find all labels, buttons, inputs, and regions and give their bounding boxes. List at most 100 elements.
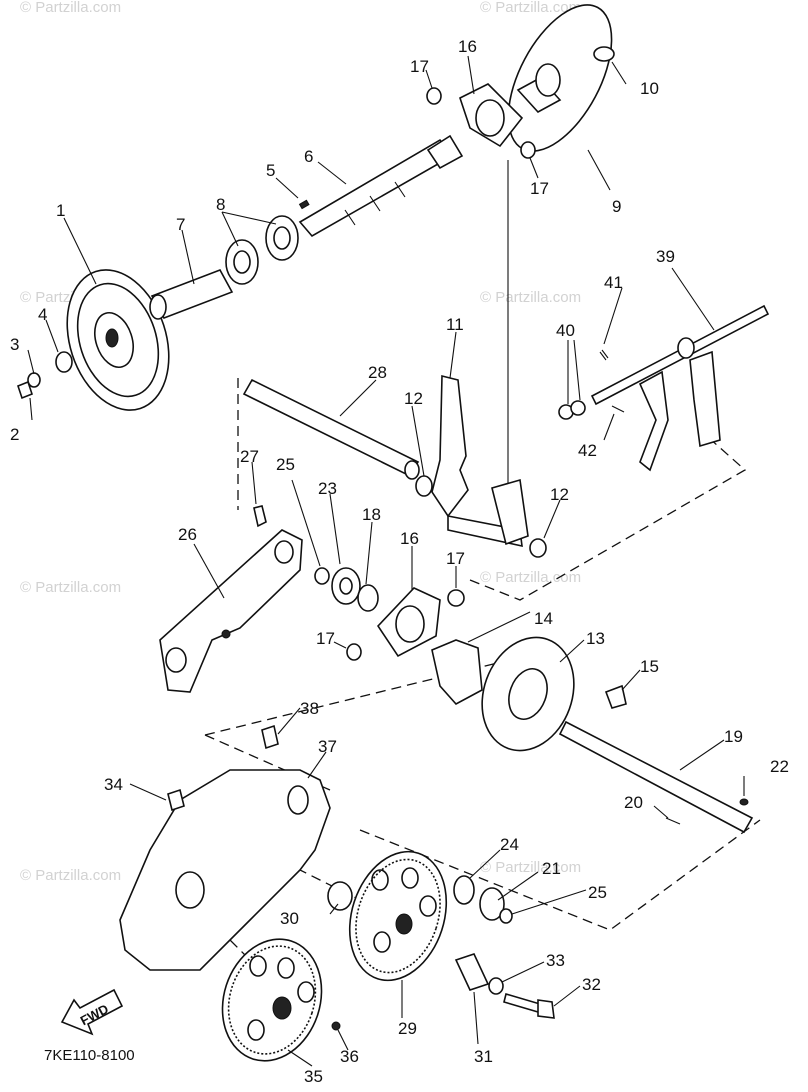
callout-33: 33 (546, 951, 565, 970)
brake-disc (481, 636, 575, 752)
watermark: © Partzilla.com (480, 289, 581, 306)
washer (593, 46, 615, 62)
callout-4: 4 (38, 305, 47, 324)
sprocket-pulley (66, 269, 170, 411)
bearing (331, 567, 361, 605)
circlip (357, 584, 379, 612)
chaincase-housing (119, 769, 331, 971)
washer (488, 977, 504, 995)
callout-1: 1 (56, 201, 65, 220)
callout-17: 17 (316, 629, 335, 648)
callout-35: 35 (304, 1067, 323, 1086)
callout-17: 17 (446, 549, 465, 568)
callout-22: 22 (770, 757, 789, 776)
callout-12: 12 (550, 485, 569, 504)
watermark: © Partzilla.com (480, 859, 581, 876)
callout-13: 13 (586, 629, 605, 648)
bearing-housing (376, 587, 441, 658)
callout-30: 30 (280, 909, 299, 928)
fwd-arrow: FWD (60, 988, 124, 1036)
leader-lines (27, 55, 745, 1067)
callout-3: 3 (10, 335, 19, 354)
grease-nipple (253, 505, 267, 528)
callout-9: 9 (612, 197, 621, 216)
watermark: © Partzilla.com (480, 0, 581, 16)
washer (447, 589, 465, 607)
drawing-code: 7KE110-8100 (44, 1047, 135, 1064)
callout-28: 28 (368, 363, 387, 382)
washer (426, 87, 442, 105)
bolt (604, 684, 627, 709)
coupling (431, 639, 483, 706)
bearings (225, 215, 299, 285)
callout-32: 32 (582, 975, 601, 994)
assembly-line (359, 819, 761, 931)
callout-12: 12 (404, 389, 423, 408)
callout-2: 2 (10, 425, 19, 444)
shift-shaft (590, 304, 770, 472)
callout-41: 41 (604, 273, 623, 292)
fwd-label: FWD (78, 1001, 111, 1028)
primary-shaft (298, 134, 464, 238)
callout-16: 16 (400, 529, 419, 548)
callout-8: 8 (216, 195, 225, 214)
callout-25: 25 (588, 883, 607, 902)
callout-42: 42 (578, 441, 597, 460)
watermark: © Partzilla.com (20, 579, 121, 596)
washer (520, 141, 536, 159)
callout-23: 23 (318, 479, 337, 498)
callouts: 1 2 3 4 5 6 7 8 9 10 11 12 12 13 14 15 1… (10, 37, 789, 1086)
callout-25: 25 (276, 455, 295, 474)
callout-31: 31 (474, 1047, 493, 1066)
callout-18: 18 (362, 505, 381, 524)
pin (665, 817, 681, 825)
callout-29: 29 (398, 1019, 417, 1038)
pin (611, 405, 625, 413)
callout-20: 20 (624, 793, 643, 812)
callout-21: 21 (542, 859, 561, 878)
callout-39: 39 (656, 247, 675, 266)
callout-34: 34 (104, 775, 123, 794)
callout-5: 5 (266, 161, 275, 180)
long-shaft (242, 378, 420, 480)
bolt (167, 788, 185, 812)
callout-7: 7 (176, 215, 185, 234)
callout-26: 26 (178, 525, 197, 544)
callout-6: 6 (304, 147, 313, 166)
sleeve (454, 953, 490, 991)
small-sprocket (479, 887, 505, 921)
watermarks: © Partzilla.com © Partzilla.com © Partzi… (20, 0, 581, 884)
pin (739, 798, 749, 806)
callout-14: 14 (534, 609, 553, 628)
callout-37: 37 (318, 737, 337, 756)
bolt (503, 992, 555, 1019)
bolt (261, 724, 279, 750)
callout-24: 24 (500, 835, 519, 854)
assembly-line (469, 429, 747, 601)
washer (346, 643, 362, 661)
bushing (415, 475, 433, 497)
callout-15: 15 (640, 657, 659, 676)
callout-17: 17 (410, 57, 429, 76)
callout-17: 17 (530, 179, 549, 198)
watermark: © Partzilla.com (20, 0, 121, 16)
spacer-tube (149, 269, 234, 320)
pin (331, 1021, 341, 1031)
lever-bracket (431, 374, 529, 548)
callout-10: 10 (640, 79, 659, 98)
circlip (314, 567, 330, 585)
collar (327, 881, 353, 911)
callout-19: 19 (724, 727, 743, 746)
callout-40: 40 (556, 321, 575, 340)
callout-38: 38 (300, 699, 319, 718)
bracket-plate (159, 529, 303, 693)
bushing (529, 538, 547, 558)
bearing (453, 875, 475, 905)
watermark: © Partzilla.com (480, 569, 581, 586)
watermark: © Partzilla.com (20, 867, 121, 884)
washer (570, 400, 586, 416)
large-sprocket (348, 850, 448, 982)
key (298, 199, 310, 210)
bolt (17, 380, 33, 400)
